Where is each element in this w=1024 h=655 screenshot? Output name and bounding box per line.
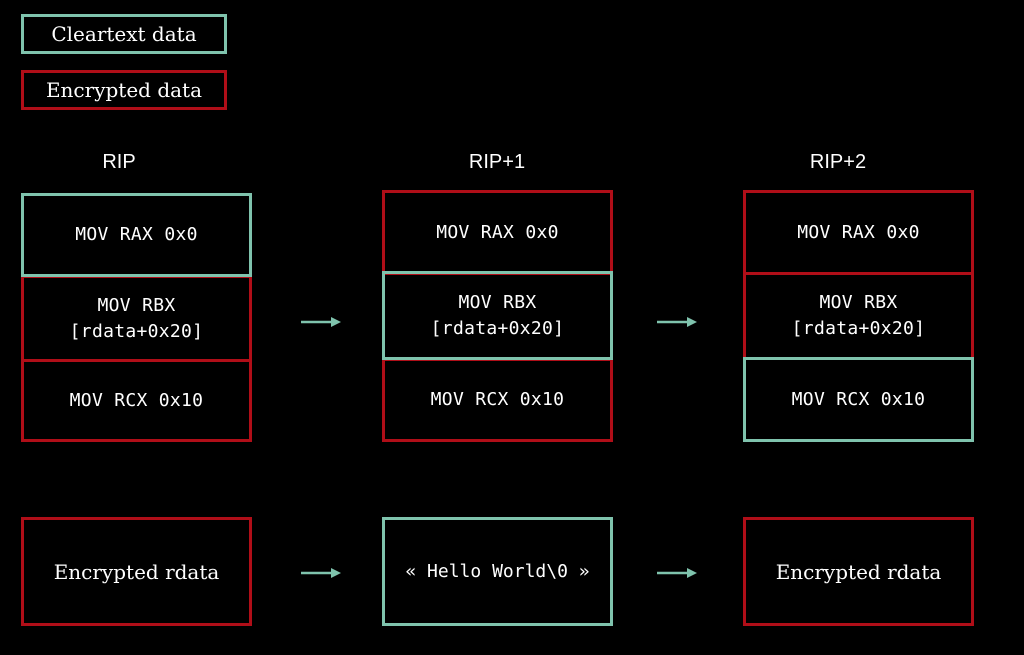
arrow-right-icon bbox=[301, 568, 341, 578]
legend-cleartext: Cleartext data bbox=[21, 14, 227, 54]
legend-encrypted-label: Encrypted data bbox=[45, 78, 203, 102]
arrow-right-icon bbox=[657, 568, 697, 578]
instruction-mov-rcx: MOV RCX 0x10 bbox=[21, 359, 252, 442]
arrow-right-icon bbox=[301, 317, 341, 327]
rdata-box: Encrypted rdata bbox=[21, 517, 252, 626]
instruction-mov-rbx: MOV RBX [rdata+0x20] bbox=[382, 271, 613, 360]
column-label-rip: RIP bbox=[102, 151, 136, 173]
instruction-mov-rcx: MOV RCX 0x10 bbox=[743, 357, 974, 442]
rdata-box: Encrypted rdata bbox=[743, 517, 974, 626]
legend-cleartext-label: Cleartext data bbox=[51, 22, 197, 46]
instruction-mov-rbx: MOV RBX [rdata+0x20] bbox=[743, 272, 974, 360]
instruction-mov-rax: MOV RAX 0x0 bbox=[382, 190, 613, 275]
column-label-rip-plus-2: RIP+2 bbox=[809, 151, 867, 173]
legend-encrypted: Encrypted data bbox=[21, 70, 227, 110]
instruction-mov-rcx: MOV RCX 0x10 bbox=[382, 358, 613, 442]
rdata-box: « Hello World\0 » bbox=[382, 517, 613, 626]
column-label-rip-plus-1: RIP+1 bbox=[468, 151, 526, 173]
instruction-mov-rax: MOV RAX 0x0 bbox=[21, 193, 252, 277]
instruction-mov-rbx: MOV RBX [rdata+0x20] bbox=[21, 275, 252, 362]
arrow-right-icon bbox=[657, 317, 697, 327]
instruction-mov-rax: MOV RAX 0x0 bbox=[743, 190, 974, 275]
